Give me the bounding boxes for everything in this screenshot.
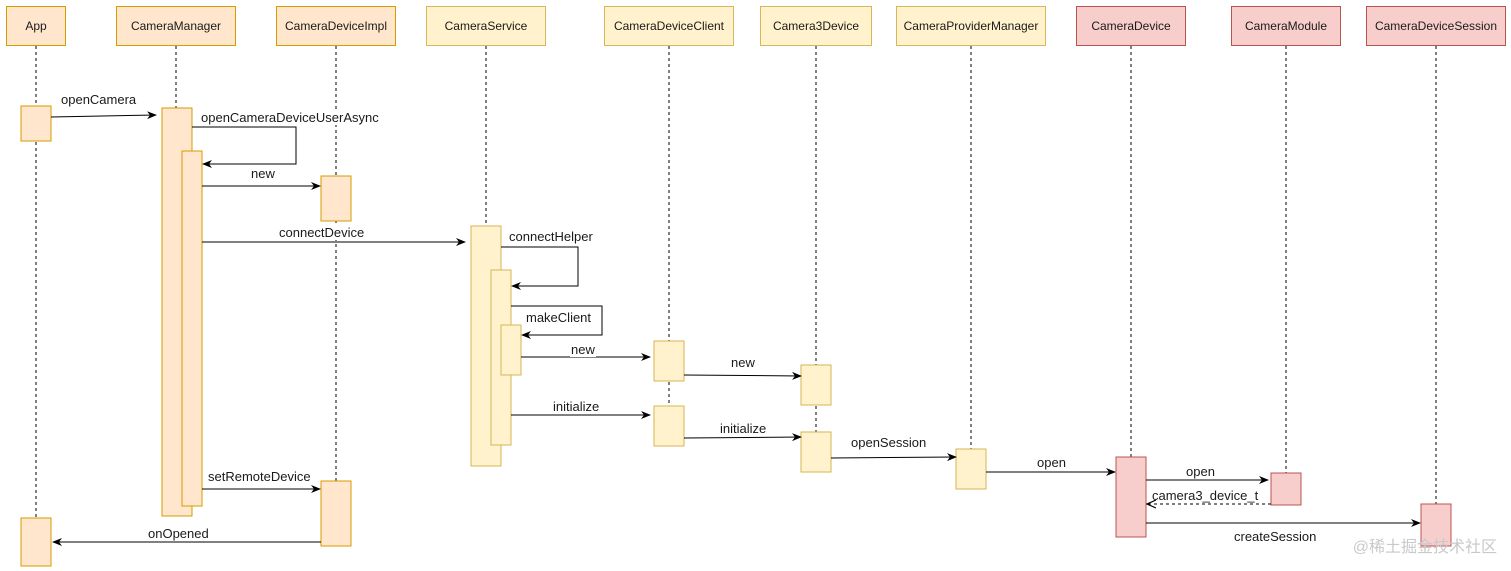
activation-app-2 xyxy=(20,517,52,567)
activation-camera-module xyxy=(1270,472,1302,506)
participant-camera-device: CameraDevice xyxy=(1076,6,1186,46)
label-new-device-client: new xyxy=(570,342,596,357)
participant-camera-provider-manager: CameraProviderManager xyxy=(896,6,1046,46)
participant-camera-module: CameraModule xyxy=(1231,6,1341,46)
label-initialize-client: initialize xyxy=(552,399,601,414)
participant-camera-device-client: CameraDeviceClient xyxy=(604,6,734,46)
label-new-camera3-device: new xyxy=(730,355,756,370)
participant-camera3-device: Camera3Device xyxy=(760,6,872,46)
label-open-module: open xyxy=(1185,464,1216,479)
activation-camera-manager-2 xyxy=(181,150,203,507)
arrow-initialize-camera3 xyxy=(683,433,802,442)
arrow-connect-helper xyxy=(501,246,579,290)
activation-camera-device-impl-1 xyxy=(320,175,352,222)
participant-camera-device-session: CameraDeviceSession xyxy=(1366,6,1506,46)
label-initialize-camera3: initialize xyxy=(719,421,768,436)
activation-app-1 xyxy=(20,105,52,142)
activation-camera-device-client-2 xyxy=(653,405,685,447)
activation-camera-device-client-1 xyxy=(653,340,685,382)
arrow-new-camera3-device xyxy=(683,371,802,380)
label-create-session: createSession xyxy=(1233,529,1318,544)
label-set-remote-device: setRemoteDevice xyxy=(207,469,312,484)
label-new-device-impl: new xyxy=(250,166,276,181)
label-on-opened: onOpened xyxy=(147,526,210,541)
label-camera3-device-t: camera3_device_t xyxy=(1152,488,1259,503)
label-open-device: open xyxy=(1036,455,1067,470)
activation-camera-device xyxy=(1115,456,1147,538)
arrow-make-client xyxy=(511,305,603,339)
label-open-session: openSession xyxy=(850,435,928,450)
participant-camera-manager: CameraManager xyxy=(116,6,236,46)
activation-camera3-device-2 xyxy=(800,431,832,473)
label-connect-helper: connectHelper xyxy=(508,229,594,244)
activation-camera-provider-manager xyxy=(955,448,987,490)
participant-camera-device-impl: CameraDeviceImpl xyxy=(276,6,396,46)
participant-camera-service: CameraService xyxy=(426,6,546,46)
label-open-camera-device-user-async: openCameraDeviceUserAsync xyxy=(200,110,380,125)
activation-camera3-device-1 xyxy=(800,364,832,406)
activation-camera-service-3 xyxy=(500,324,522,376)
label-connect-device: connectDevice xyxy=(278,225,366,240)
arrow-open-camera-device-user-async xyxy=(192,126,297,168)
arrow-open-camera xyxy=(50,111,157,120)
label-open-camera: openCamera xyxy=(60,92,138,107)
activation-camera-device-impl-2 xyxy=(320,480,352,547)
participant-app: App xyxy=(6,6,66,46)
watermark: @稀土掘金技术社区 xyxy=(1352,539,1497,556)
activation-camera-device-session xyxy=(1420,503,1452,547)
arrow-open-session xyxy=(830,453,957,462)
label-make-client: makeClient xyxy=(525,310,593,325)
